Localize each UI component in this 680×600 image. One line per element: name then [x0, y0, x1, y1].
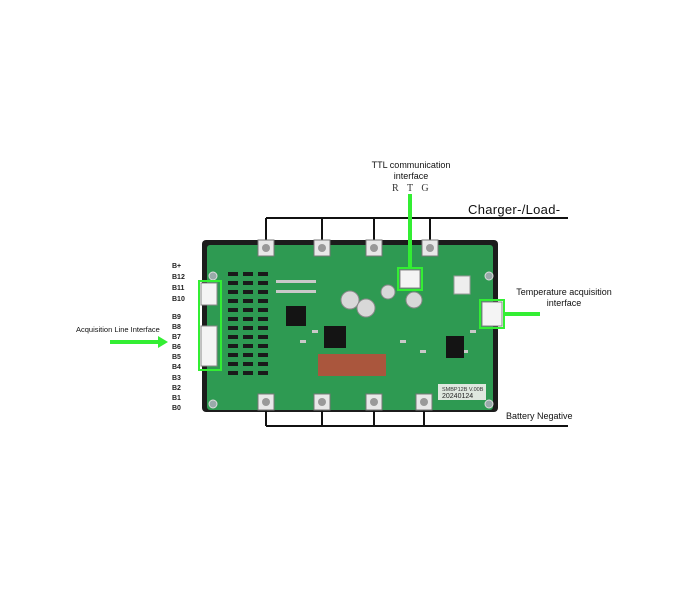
battery-negative-label: Battery Negative [506, 411, 573, 421]
mounting-hole [484, 399, 494, 409]
acquisition-line-label: Acquisition Line Interface [76, 325, 160, 334]
board-date-text: 20240124 [442, 393, 473, 400]
pin-label: B11 [172, 285, 185, 292]
mounting-hole [484, 271, 494, 281]
mounting-hole [208, 399, 218, 409]
pin-label: B3 [172, 375, 181, 382]
pin-label: B8 [172, 324, 181, 331]
pin-label: B2 [172, 385, 181, 392]
shunt-resistor [318, 354, 386, 376]
smd-components [276, 280, 476, 353]
electrolytic-capacitors [340, 284, 423, 318]
pin-label: B6 [172, 344, 181, 351]
temperature-connector [481, 301, 503, 327]
acquisition-highlight-box [198, 280, 222, 371]
pin-label: B5 [172, 354, 181, 361]
bottom-terminals [257, 393, 433, 411]
pin-label: B7 [172, 334, 181, 341]
rtg-label: R T G [392, 183, 432, 194]
ttl-interface-label: TTL communication interface [371, 160, 451, 181]
acquisition-connector-top [200, 282, 218, 306]
charger-load-wires [265, 217, 568, 240]
pin-label: B9 [172, 314, 181, 321]
acquisition-arrow-head [158, 336, 168, 348]
board-label [438, 384, 486, 400]
battery-negative-wires [265, 410, 568, 427]
mounting-hole [208, 271, 218, 281]
acquisition-connector-bottom [200, 325, 218, 367]
pin-label: B10 [172, 296, 185, 303]
balance-resistor-array [228, 272, 268, 375]
pin-label: B0 [172, 405, 181, 412]
charger-load-label: Charger-/Load- [468, 202, 561, 217]
pin-label: B1 [172, 395, 181, 402]
pin-label: B4 [172, 364, 181, 371]
ttl-connector [399, 269, 421, 289]
pin-label: B+ [172, 263, 182, 270]
temperature-interface-label: Temperature acquisition interface [516, 287, 612, 308]
ic-chip [286, 306, 306, 326]
ic-chip [324, 326, 346, 348]
pin-label: B12 [172, 274, 185, 281]
top-terminals [257, 239, 439, 257]
board-model-text: SMBP12B V.00B [442, 387, 484, 393]
comm-module [453, 275, 471, 295]
mosfet-chip [446, 336, 464, 358]
